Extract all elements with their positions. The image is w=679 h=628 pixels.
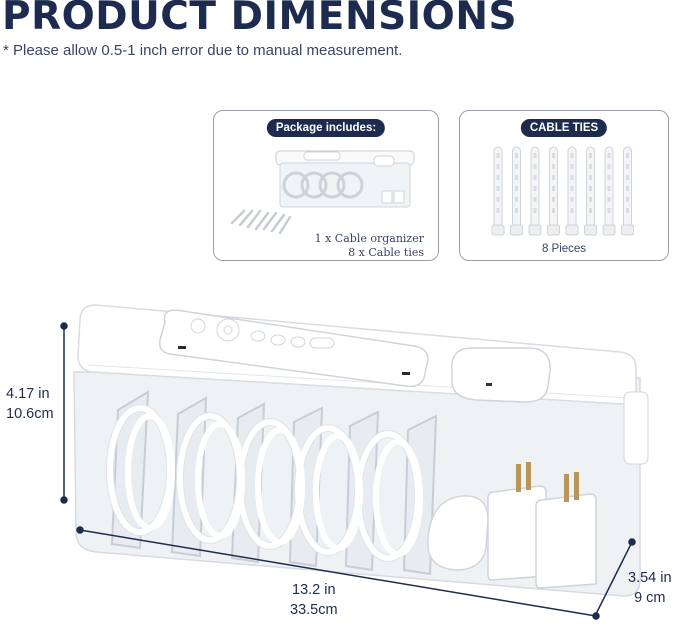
depth-label: 3.54 in 9 cm (628, 568, 672, 608)
height-dimension-line (60, 322, 68, 504)
cable-tie-icon (621, 146, 634, 236)
package-contents: 1 x Cable organizer 8 x Cable ties (315, 232, 424, 260)
cable-tie-icon (528, 146, 542, 236)
mini-cable-ties-icon (230, 209, 292, 235)
mini-organizer-icon (275, 150, 415, 208)
measurement-note: * Please allow 0.5-1 inch error due to m… (3, 42, 403, 59)
cable-ties-label: CABLE TIES (520, 119, 608, 137)
page-title: PRODUCT DIMENSIONS (2, 0, 518, 39)
cable-ties-illustration (491, 146, 634, 236)
height-inches: 4.17 in (6, 386, 50, 402)
cable-tie-icon (547, 146, 560, 236)
package-includes-label: Package includes: (266, 119, 386, 137)
depth-inches: 3.54 in (628, 570, 672, 586)
cable-tie-icon (491, 146, 505, 236)
charger-icon (487, 462, 597, 589)
cable-tie-icon (510, 146, 523, 236)
package-includes-panel: Package includes: 1 x Cable organizer (213, 110, 439, 261)
remote-control-icon (158, 309, 429, 388)
length-dimension-line (76, 526, 600, 620)
package-item-organizer: 1 x Cable organizer (314, 232, 424, 245)
depth-cm: 9 cm (634, 590, 666, 606)
cable-tie-icon (584, 146, 597, 236)
length-label: 13.2 in 33.5cm (290, 580, 338, 620)
cable-coil-icon (106, 404, 423, 562)
length-cm: 33.5cm (290, 602, 338, 618)
cable-ties-count: 8 Pieces (541, 243, 587, 255)
cable-tie-icon (565, 146, 579, 236)
cable-tie-icon (602, 146, 616, 236)
cable-ties-panel: CABLE TIES 8 Pieces (459, 110, 669, 261)
height-label: 4.17 in 10.6cm (6, 384, 54, 424)
package-item-ties: 8 x Cable ties (348, 246, 424, 259)
earbuds-case-icon (451, 347, 551, 403)
depth-dimension-line (595, 538, 636, 615)
package-illustration (230, 150, 415, 235)
length-inches: 13.2 in (292, 582, 336, 598)
height-cm: 10.6cm (6, 406, 54, 422)
